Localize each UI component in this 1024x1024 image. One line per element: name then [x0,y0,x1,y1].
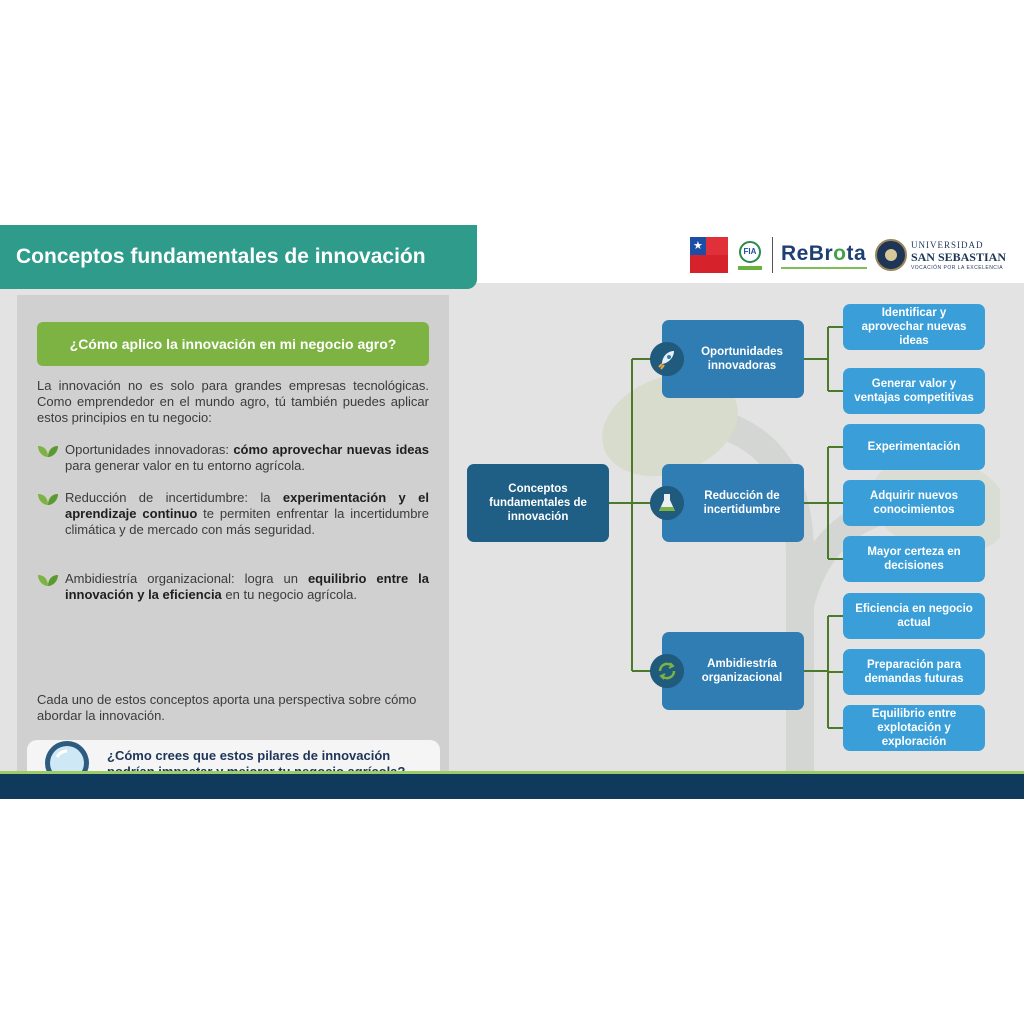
leaf-node: Equilibrio entre explotación y exploraci… [843,705,985,751]
leaf-icon [38,446,58,457]
leaf-node: Mayor certeza en decisiones [843,536,985,582]
intro-text: La innovación no es solo para grandes em… [37,378,429,425]
logo-divider [771,237,773,273]
leaf-icon [38,494,58,505]
slide: Conceptos fundamentales de innovación ★ … [0,225,1024,799]
logo-strip: ★ FIA ReBrota UNIVERSIDAD SAN SEBASTIAN … [689,231,1006,279]
rebrota-logo: ReBrota [780,242,867,269]
leaf-node: Experimentación [843,424,985,470]
rocket-icon [650,342,684,376]
government-logo: ★ [689,237,728,273]
question-banner: ¿Cómo aplico la innovación en mi negocio… [37,322,429,366]
leaf-node: Adquirir nuevos conocimientos [843,480,985,526]
leaf-node: Eficiencia en negocio actual [843,593,985,639]
uss-seal-icon [874,239,907,271]
footer-accent-line [0,771,1024,774]
bullet-item: Ambidiestría organizacional: logra un eq… [37,571,429,603]
cycle-icon [650,654,684,688]
branch-node-opportunities: Oportunidades innovadoras [662,320,804,398]
leaf-node: Identificar y aprovechar nuevas ideas [843,304,985,350]
leaf-node: Preparación para demandas futuras [843,649,985,695]
fia-logo: FIA [736,237,764,273]
branch-node-uncertainty: Reducción de incertidumbre [662,464,804,542]
footer-band [0,774,1024,799]
explanation-panel: ¿Cómo aplico la innovación en mi negocio… [17,295,449,796]
leaf-icon [38,575,58,586]
bullet-item: Reducción de incertidumbre: la experimen… [37,490,429,538]
closing-text: Cada uno de estos conceptos aporta una p… [37,692,417,723]
uss-logo: UNIVERSIDAD SAN SEBASTIAN VOCACIÓN POR L… [874,239,1006,271]
branch-node-ambidexterity: Ambidiestría organizacional [662,632,804,710]
concept-diagram: Conceptos fundamentales de innovación Op… [460,285,1024,785]
page-title: Conceptos fundamentales de innovación [0,225,477,289]
bullet-item: Oportunidades innovadoras: cómo aprovech… [37,442,429,474]
flask-icon [650,486,684,520]
leaf-node: Generar valor y ventajas competitivas [843,368,985,414]
root-node: Conceptos fundamentales de innovación [467,464,609,542]
